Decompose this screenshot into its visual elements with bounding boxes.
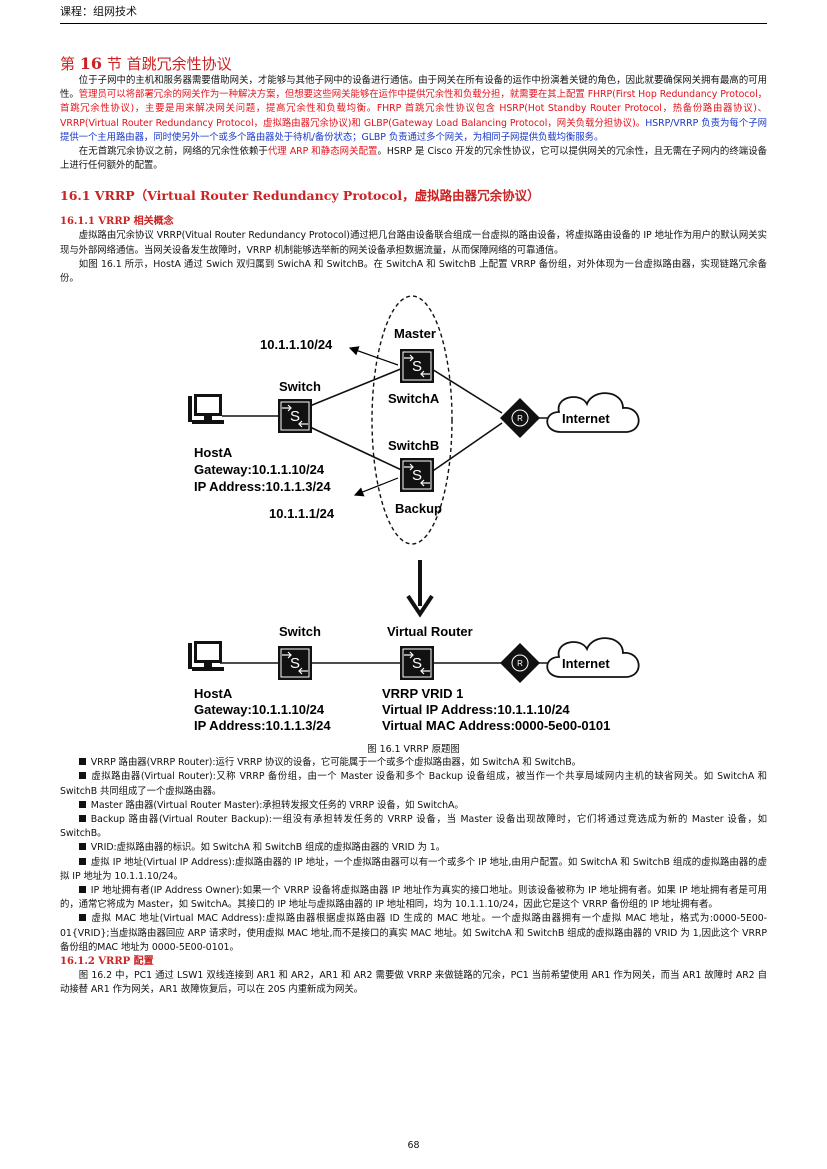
- internet-label: Internet: [562, 411, 610, 426]
- bullet-square-icon: [78, 800, 86, 808]
- bottom-internet-label: Internet: [562, 656, 610, 671]
- section-title: 第 16 节 首跳冗余性协议: [60, 54, 232, 73]
- svg-text:R: R: [517, 659, 523, 668]
- svg-text:S: S: [412, 655, 422, 672]
- link-switchb-router: [426, 422, 503, 476]
- bullet-square-icon: [78, 772, 86, 780]
- switch-label: Switch: [279, 379, 321, 394]
- host-pc-icon: [188, 394, 224, 425]
- switch-icon: S: [277, 398, 313, 434]
- heading-vrrp-config: 16.1.2 VRRP 配置: [60, 956, 154, 968]
- vrrp-group-ellipse: [371, 295, 453, 545]
- bottom-host-gateway-label: Gateway:10.1.1.10/24: [194, 702, 325, 717]
- bottom-host-label: HostA: [194, 686, 233, 701]
- page-header: 课程：组网技术: [60, 4, 767, 24]
- master-label: Master: [394, 326, 436, 341]
- bottom-switch-label: Switch: [279, 624, 321, 639]
- section-number: 16: [79, 54, 103, 73]
- page-number: 68: [407, 1140, 420, 1151]
- bullet-item: 虚拟 MAC 地址(Virtual MAC Address):虚拟路由器根据虚拟…: [60, 913, 767, 953]
- bullet-item: VRID:虚拟路由器的标识。如 SwitchA 和 SwitchB 组成的虚拟路…: [60, 841, 767, 855]
- vrrp-diagram: S S S R 10.1.1.10/24 Master Switch Switc…: [60, 288, 767, 743]
- intro-red-text: 管理员可以将部署冗余的网关作为一种解决方案，但想要这些网关能够在运作中提供冗余性…: [60, 89, 767, 129]
- svg-text:S: S: [290, 408, 300, 425]
- figure-caption: 图 16.1 VRRP 原题图: [367, 744, 460, 756]
- virtual-router-icon: S: [399, 645, 435, 681]
- link-switch-switchb: [294, 419, 409, 474]
- bullet-square-icon: [78, 758, 86, 766]
- arrow-master-ip: [348, 346, 399, 366]
- course-label: 课程：组网技术: [60, 5, 137, 18]
- svg-text:S: S: [290, 655, 300, 672]
- virtual-ip-label: Virtual IP Address:10.1.1.10/24: [382, 702, 570, 717]
- concept-paragraph-2: 如图 16.1 所示，HostA 通过 Swich 双归属到 SwichA 和 …: [60, 258, 767, 285]
- backup-ip-label: 10.1.1.1/24: [269, 506, 335, 521]
- virtual-mac-label: Virtual MAC Address:0000-5e00-0101: [382, 718, 610, 733]
- switchb-icon: S: [399, 457, 435, 493]
- bullet-item: 虚拟路由器(Virtual Router):又称 VRRP 备份组，由一个 Ma…: [60, 771, 767, 797]
- intro-blue-text: HSRP/VRRP 负责为每个子网提供一个主用路由器，同时使另外一个或多个路由器…: [60, 117, 767, 143]
- virtual-router-label: Virtual Router: [387, 624, 473, 639]
- svg-text:R: R: [517, 414, 523, 423]
- bottom-host-pc-icon: [188, 641, 224, 672]
- transition-arrow-head: [406, 595, 434, 618]
- config-paragraph-1: 图 16.2 中，PC1 通过 LSW1 双线连接到 AR1 和 AR2，AR1…: [60, 970, 767, 996]
- switcha-label: SwitchA: [388, 391, 440, 406]
- master-ip-label: 10.1.1.10/24: [260, 337, 333, 352]
- bullet-item: VRRP 路由器(VRRP Router):运行 VRRP 协议的设备，它可能属…: [60, 756, 767, 770]
- vrrp-diagram-svg: S S S R 10.1.1.10/24 Master Switch Switc…: [188, 295, 640, 733]
- bottom-switch-icon: S: [277, 645, 313, 681]
- link-switch-switcha: [294, 365, 409, 413]
- switchb-label: SwitchB: [388, 438, 439, 453]
- switcha-icon: S: [399, 348, 435, 384]
- intro-red-highlight: 代理 ARP 和静态网关配置: [267, 146, 378, 158]
- vrid-label: VRRP VRID 1: [382, 686, 463, 701]
- svg-text:S: S: [412, 467, 422, 484]
- bottom-router-icon: R: [499, 642, 541, 684]
- bullet-item: IP 地址拥有者(IP Address Owner):如果一个 VRRP 设备将…: [60, 885, 767, 911]
- bullet-square-icon: [78, 857, 86, 865]
- bullet-item: Master 路由器(Virtual Router Master):承担转发报文…: [60, 799, 767, 813]
- host-ip-label: IP Address:10.1.1.3/24: [194, 479, 331, 494]
- bullet-square-icon: [78, 815, 86, 823]
- bullet-square-icon: [78, 886, 86, 894]
- host-label: HostA: [194, 445, 233, 460]
- host-gateway-label: Gateway:10.1.1.10/24: [194, 462, 325, 477]
- bullet-item: Backup 路由器(Virtual Router Backup):一组没有承担…: [60, 814, 767, 840]
- concept-paragraph-1: 虚拟路由冗余协议 VRRP(Vitual Router Redundancy P…: [60, 230, 767, 256]
- router-icon: R: [499, 397, 541, 439]
- page-content: 第 16 节 首跳冗余性协议 位于子网中的主机和服务器需要借助网关，才能够与其他…: [60, 54, 767, 997]
- arrow-backup-ip: [353, 477, 399, 497]
- heading-vrrp-concepts: 16.1.1 VRRP 相关概念: [60, 216, 174, 228]
- bullet-square-icon: [78, 914, 86, 922]
- bullet-square-icon: [78, 843, 86, 851]
- subsection-heading-vrrp: 16.1 VRRP（Virtual Router Redundancy Prot…: [60, 188, 540, 204]
- intro-paragraph-2: 在无首跳冗余协议之前，网络的冗余性依赖于代理 ARP 和静态网关配置。HSRP …: [60, 146, 768, 172]
- backup-label: Backup: [395, 501, 442, 516]
- bullet-item: 虚拟 IP 地址(Virtual IP Address):虚拟路由器的 IP 地…: [60, 856, 767, 882]
- bottom-host-ip-label: IP Address:10.1.1.3/24: [194, 718, 331, 733]
- svg-text:S: S: [412, 358, 422, 375]
- intro-paragraph-1: 位于子网中的主机和服务器需要借助网关，才能够与其他子网中的设备进行通信。由于网关…: [60, 75, 767, 143]
- link-switcha-router: [426, 365, 503, 414]
